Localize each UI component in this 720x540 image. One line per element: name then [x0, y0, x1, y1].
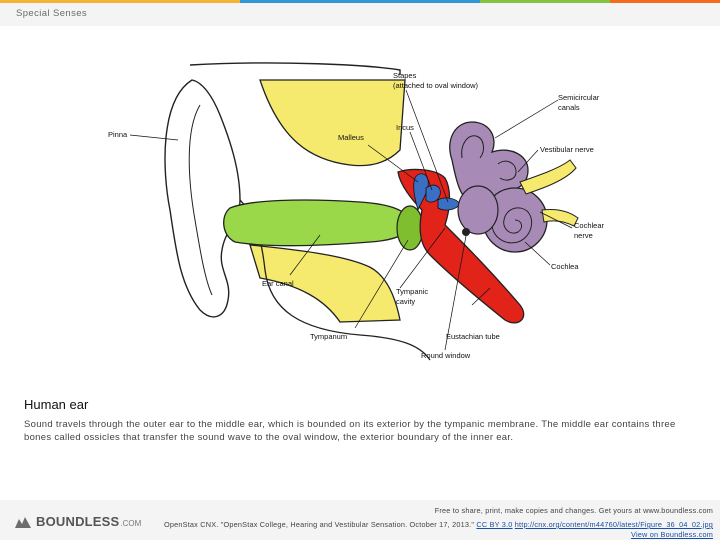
leader-lines	[129, 89, 573, 351]
label-cochlea: Cochlea	[551, 262, 579, 271]
temporal-bone-upper	[259, 79, 406, 167]
temporal-bone-lower	[249, 244, 401, 323]
stapes	[437, 197, 461, 211]
view-link-line: View on Boundless.com	[631, 530, 713, 539]
free-share-text: Free to share, print, make copies and ch…	[434, 506, 713, 515]
footer: BOUNDLESS .COM Free to share, print, mak…	[0, 500, 720, 540]
color-stripe-blue	[240, 0, 480, 3]
boundless-logo[interactable]: BOUNDLESS .COM	[14, 514, 141, 529]
caption-title: Human ear	[24, 397, 89, 412]
citation-text: OpenStax CNX. "OpenStax College, Hearing…	[163, 520, 475, 529]
leader-tympanic	[399, 227, 446, 289]
label-tympanic: Tympanic	[396, 287, 428, 296]
label-incus: Incus	[396, 123, 414, 132]
leader-cochlear	[539, 211, 573, 229]
round-window	[462, 228, 470, 236]
leader-ear-canal	[289, 234, 321, 276]
view-on-boundless-link[interactable]: View on Boundless.com	[631, 530, 713, 539]
label-malleus: Malleus	[338, 133, 364, 142]
cochlear-nerve	[541, 209, 579, 227]
top-bar: Special Senses	[0, 0, 720, 26]
logo-wordmark: BOUNDLESS	[36, 514, 120, 529]
cochlea-spiral	[491, 207, 533, 244]
section-title: Special Senses	[16, 8, 88, 19]
label-semicircular: Semicircular	[558, 93, 600, 102]
tympanum	[396, 205, 424, 251]
license-link[interactable]: CC BY 3.0	[476, 520, 513, 529]
label-round-window: Round window	[421, 351, 471, 360]
vestibule	[457, 185, 499, 235]
caption-text: Sound travels through the outer ear to t…	[24, 419, 676, 443]
label-tympanic-sub: cavity	[396, 297, 415, 306]
canal-inner-2	[497, 160, 517, 181]
label-tympanum: Tympanum	[310, 332, 347, 341]
leader-round-window	[444, 235, 467, 351]
incus	[425, 184, 441, 203]
label-eustachian: Eustachian tube	[446, 332, 500, 341]
leader-tympanum	[354, 239, 409, 329]
color-stripe-green	[480, 0, 610, 3]
source-url-link[interactable]: http://cnx.org/content/m44760/latest/Fig…	[514, 520, 713, 529]
color-stripe-red	[610, 0, 720, 3]
pinna	[164, 79, 241, 318]
ear-anatomy-diagram: Stapes (attached to oval window) Semicir…	[100, 60, 620, 380]
boundless-logo-icon	[15, 516, 31, 528]
leader-incus	[409, 131, 433, 191]
skull-outline	[189, 62, 401, 75]
canal-inner-1	[461, 135, 484, 159]
leader-malleus	[367, 144, 419, 183]
middle-ear-eustachian-tube	[397, 168, 525, 324]
leader-pinna	[129, 134, 179, 141]
label-ear-canal: Ear canal	[262, 279, 294, 288]
label-vestibular: Vestibular nerve	[540, 145, 594, 154]
label-cochlear: Cochlear	[574, 221, 605, 230]
attribution-line: OpenStax CNX. "OpenStax College, Hearing…	[164, 520, 713, 529]
color-stripe-orange	[0, 0, 240, 3]
label-cochlear-sub: nerve	[574, 231, 593, 240]
malleus	[413, 173, 429, 212]
label-semicircular-sub: canals	[558, 103, 580, 112]
leader-cochlea	[524, 241, 551, 266]
leader-stapes	[405, 89, 449, 203]
label-stapes-sub: (attached to oval window)	[393, 81, 479, 90]
logo-suffix: .COM	[120, 518, 142, 528]
vestibular-nerve	[519, 159, 577, 195]
leader-semicircular	[494, 99, 559, 139]
ear-diagram-svg: Stapes (attached to oval window) Semicir…	[108, 62, 605, 361]
label-pinna: Pinna	[108, 130, 128, 139]
leader-vestibular	[517, 149, 539, 173]
label-stapes: Stapes	[393, 71, 417, 80]
pinna-fold	[188, 104, 213, 296]
leader-eustachian	[471, 287, 491, 306]
